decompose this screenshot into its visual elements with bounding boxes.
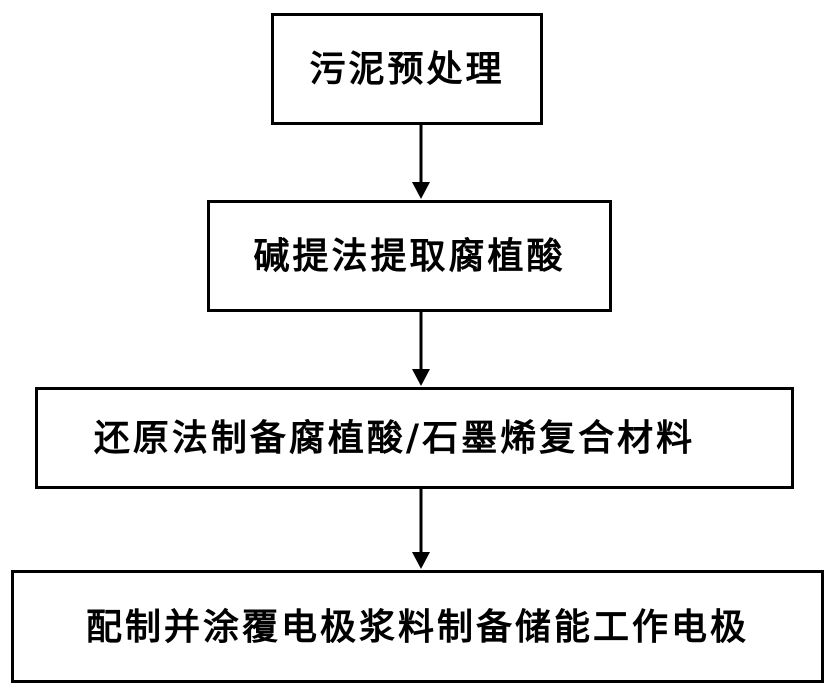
- step-2-box: 碱提法提取腐植酸: [207, 200, 612, 312]
- step-3-label: 还原法制备腐植酸/石墨烯复合材料: [93, 417, 696, 459]
- step-4-box: 配制并涂覆电极浆料制备储能工作电极: [11, 570, 824, 683]
- step-3-box: 还原法制备腐植酸/石墨烯复合材料: [35, 387, 794, 489]
- step-4-label: 配制并涂覆电极浆料制备储能工作电极: [85, 605, 749, 648]
- arrow-2-to-3: [412, 312, 430, 386]
- step-2-label: 碱提法提取腐植酸: [253, 235, 566, 277]
- arrow-3-to-4: [412, 489, 430, 569]
- arrow-1-to-2: [412, 125, 430, 199]
- step-1-box: 污泥预处理: [271, 13, 543, 125]
- step-1-label: 污泥预处理: [309, 48, 505, 90]
